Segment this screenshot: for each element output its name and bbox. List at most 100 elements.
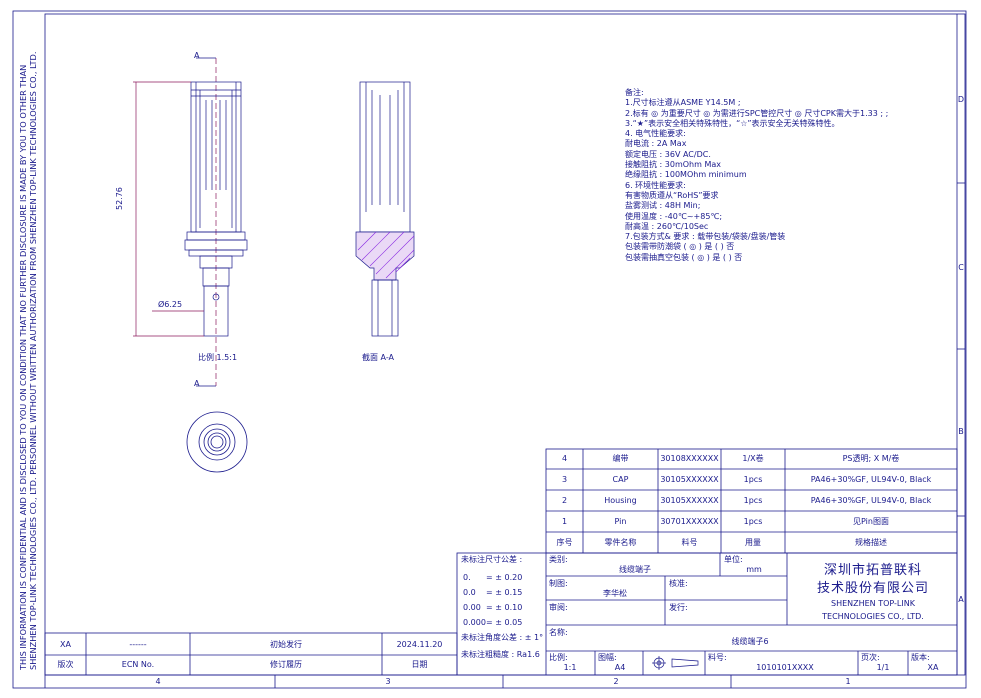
pn-label: 料号: <box>708 653 727 662</box>
confidential-line-2: SHENZHEN TOP-LINK TECHNOLOGIES CO., LTD.… <box>28 51 38 670</box>
tolerance-key: 0.00 <box>463 603 481 612</box>
bom-pn: 30105XXXXXX <box>660 475 719 484</box>
tolerance-key: 0.0 <box>463 588 476 597</box>
angle-tolerance: 未标注角度公差 : ± 1° <box>461 633 544 642</box>
bom-pn: 30108XXXXXX <box>660 454 719 463</box>
bom-qty: 1pcs <box>743 517 763 526</box>
unit-label: 单位: <box>724 555 743 564</box>
bom-qty: 1pcs <box>743 475 763 484</box>
roughness: 未标注粗糙度 : Ra1.6 <box>461 650 540 659</box>
col-label-2: 2 <box>613 677 619 686</box>
bom-header-name: 零件名称 <box>604 538 637 547</box>
front-view-scale: 比例 1.5:1 <box>198 353 238 362</box>
bom-header-no: 序号 <box>556 538 573 547</box>
bom-no: 1 <box>561 517 568 526</box>
confidential-notice: THIS INFORMATION IS CONFIDENTIAL AND IS … <box>18 44 38 672</box>
bom-header-qty: 用量 <box>745 538 761 547</box>
bom-name: CAP <box>612 475 629 484</box>
revision-version: XA <box>60 640 71 649</box>
note-line: 1.尺寸标注遵从ASME Y14.5M ; <box>625 98 741 108</box>
type-value: 线缆端子 <box>619 565 651 574</box>
tolerance-key: 0.000 <box>463 618 486 627</box>
sheet-value: A4 <box>614 663 626 672</box>
bom-header-spec: 规格描述 <box>855 538 887 547</box>
note-line: 6. 环境性能要求: <box>625 180 686 190</box>
tolerance-value: = ± 0.15 <box>486 588 523 597</box>
page-value: 1/1 <box>876 663 890 672</box>
version-value: XA <box>927 663 939 672</box>
tolerance-value: = ± 0.20 <box>486 573 523 582</box>
bom-no: 4 <box>561 454 568 463</box>
revision-header-ecn: ECN No. <box>121 660 155 669</box>
name-label: 名称: <box>549 628 568 637</box>
bom-pn: 30701XXXXXX <box>660 517 719 526</box>
drawn-value: 李华松 <box>603 589 627 598</box>
scale-label: 比例: <box>549 653 568 662</box>
revision-header-date: 日期 <box>411 660 428 669</box>
note-line: 有害物质遵从“RoHS”要求 <box>625 190 719 200</box>
sheet-label: 图幅: <box>598 653 617 662</box>
company-name-cn-2: 技术股份有限公司 <box>816 581 929 596</box>
notes-block: 备注: 1.尺寸标注遵从ASME Y14.5M ; 2.标有 ◎ 为重要尺寸 ◎… <box>625 88 888 263</box>
drawn-label: 制图: <box>549 579 568 588</box>
bom-name: 编带 <box>612 454 629 463</box>
bom-spec: PA46+30%GF, UL94V-0, Black <box>810 496 932 505</box>
col-label-1: 1 <box>845 677 851 686</box>
bom-spec: 见Pin图面 <box>853 517 889 526</box>
tolerance-key: 0. <box>463 573 471 582</box>
bom-qty: 1/X卷 <box>742 454 764 463</box>
note-line: 备注: <box>625 88 644 97</box>
note-line: 3.“★”表示安全相关特殊特性，“☆”表示安全无关特殊特性。 <box>625 118 840 128</box>
note-line: 额定电压 : 36V AC/DC. <box>625 149 711 159</box>
version-label: 版本: <box>911 653 930 662</box>
section-marker-bottom: A <box>194 379 200 388</box>
revision-date: 2024.11.20 <box>396 640 443 649</box>
row-label-b: B <box>958 427 964 436</box>
note-line: 包装需带防潮袋 ( ◎ ) 是 ( ) 否 <box>625 242 735 252</box>
note-line: 7.包装方式& 要求 : 载带包装/袋装/盘装/管装 <box>625 232 786 242</box>
section-view-label: 截面 A-A <box>362 353 395 362</box>
row-label-a: A <box>958 595 964 604</box>
note-line: 耐高温 : 260℃/10Sec <box>625 221 709 231</box>
company-name-en-2: TECHNOLOGIES CO., LTD. <box>822 612 924 621</box>
company-name-en-1: SHENZHEN TOP-LINK <box>831 599 915 608</box>
tolerance-value: = ± 0.05 <box>486 618 523 627</box>
bom-no: 2 <box>561 496 568 505</box>
note-line: 2.标有 ◎ 为重要尺寸 ◎ 为需进行SPC管控尺寸 ◎ 尺寸CPK需大于1.3… <box>625 108 889 118</box>
review-label: 审阅: <box>549 603 568 612</box>
tolerance-value: = ± 0.10 <box>486 603 523 612</box>
bom-name: Pin <box>614 517 627 526</box>
type-label: 类别: <box>549 555 568 564</box>
scale-value: 1:1 <box>563 663 577 672</box>
col-label-3: 3 <box>385 677 391 686</box>
note-line: 4. 电气性能要求: <box>625 129 686 139</box>
check-label: 核准: <box>669 579 688 588</box>
bom-spec: PA46+30%GF, UL94V-0, Black <box>810 475 932 484</box>
length-dimension: 52.76 <box>115 187 124 210</box>
note-line: 绝缘阻抗 : 100MOhm minimum <box>625 170 747 180</box>
section-marker-top: A <box>194 51 200 60</box>
revision-ecn: ------ <box>129 640 147 649</box>
bom-name: Housing <box>604 496 637 505</box>
tolerance-title: 未标注尺寸公差 : <box>461 555 523 564</box>
row-label-d: D <box>957 95 965 104</box>
confidential-line-1: THIS INFORMATION IS CONFIDENTIAL AND IS … <box>18 64 28 670</box>
bom-no: 3 <box>561 475 568 484</box>
company-name-cn-1: 深圳市拓普联科 <box>823 563 922 578</box>
col-label-4: 4 <box>155 677 161 686</box>
revision-header-description: 修订履历 <box>270 660 302 669</box>
page-label: 页次: <box>861 653 880 662</box>
revision-header-version: 版次 <box>57 660 74 669</box>
note-line: 盐雾测试 : 48H Min; <box>625 201 701 211</box>
diameter-dimension: Ø6.25 <box>158 300 183 309</box>
bom-qty: 1pcs <box>743 496 763 505</box>
unit-value: mm <box>746 565 762 574</box>
bom-spec: PS透明; X M/卷 <box>842 454 900 463</box>
note-line: 包装需抽真空包装 ( ◎ ) 是 ( ) 否 <box>625 252 743 262</box>
note-line: 使用温度 : -40℃~+85℃; <box>625 211 723 221</box>
note-line: 耐电流 : 2A Max <box>625 139 687 149</box>
row-label-c: C <box>958 263 964 272</box>
issue-label: 发行: <box>669 603 688 612</box>
bom-header-pn: 料号 <box>681 538 698 547</box>
